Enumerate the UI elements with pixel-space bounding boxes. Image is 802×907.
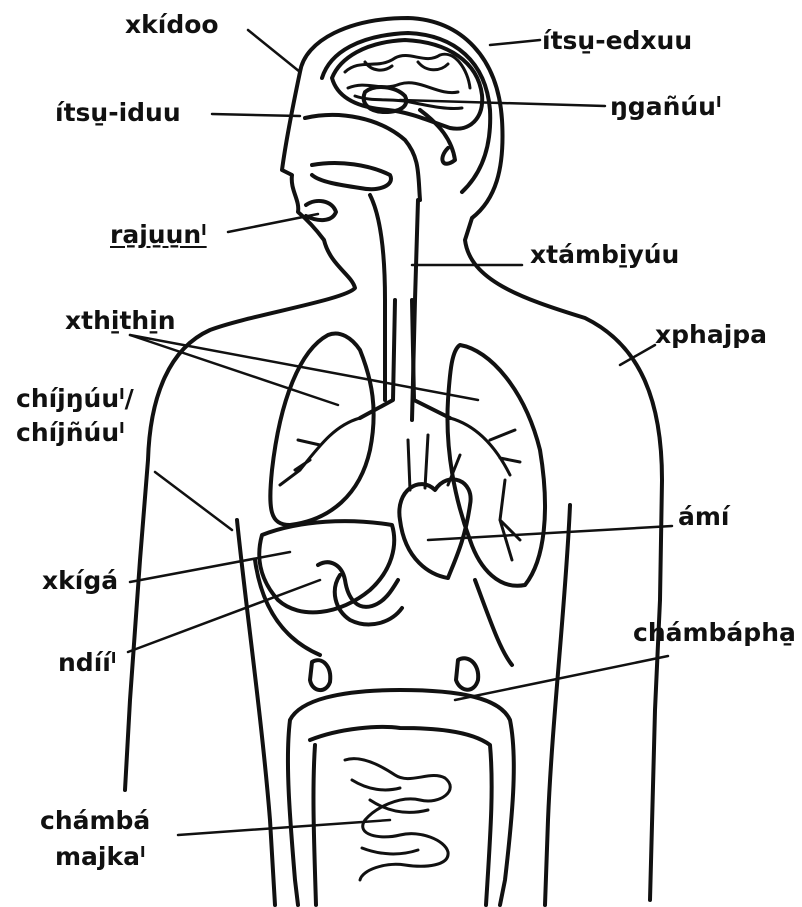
large-intestine [288,690,514,905]
leader-ribs [155,472,232,530]
leader-stomach [128,580,320,652]
liver-shape [259,521,394,612]
label-brain: ítsu̱-edxuu [542,26,692,56]
bronchi [280,418,520,560]
label-body-skin: xphajpa [655,320,767,350]
label-trachea: xtámbi̱yúu [530,240,679,270]
stomach-shape [318,562,402,624]
leader-large-intestine [455,656,668,700]
leader-nasal [212,114,300,116]
left-lung [270,333,373,525]
label-ribs-line1: chíjŋúuˡ/ [16,384,134,414]
leader-liver [130,552,290,582]
label-cerebellum: ŋgañúuˡ [610,92,721,122]
label-ribs-line2: chíjñúuˡ [16,418,125,448]
leader-lung-left [130,335,338,405]
label-liver: xkígá [42,566,118,596]
label-mouth: ra̱ju̱u̱nˡ [110,220,207,250]
right-lung [447,345,545,586]
kidney-left [310,660,330,690]
left-arm-inner [237,520,275,905]
label-stomach: ndííˡ [58,648,116,678]
leader-lung-right [130,335,478,400]
leader-skull [248,30,300,72]
label-large-intestine: chámbápha̱ [633,618,796,648]
label-heart: ámí [678,502,730,532]
leader-mouth [228,214,318,232]
leader-brain [490,40,540,45]
pharynx [370,195,385,400]
heart-shape [399,479,470,578]
label-lungs: xthi̱thi̱n [65,306,176,336]
leader-small-intestine [178,820,390,835]
kidney-right [456,658,478,690]
label-nasal-cavity: ítsu̱-iduu [55,98,181,128]
right-arm-inner [545,505,570,905]
label-skull: xkídoo [125,10,219,40]
label-small-intestine-line2: majkaˡ [55,842,145,872]
palate [312,163,391,189]
body-outline [125,18,662,900]
label-small-intestine-line1: chámbá [40,806,150,836]
mouth-shape [306,201,336,220]
small-intestine [345,759,450,880]
